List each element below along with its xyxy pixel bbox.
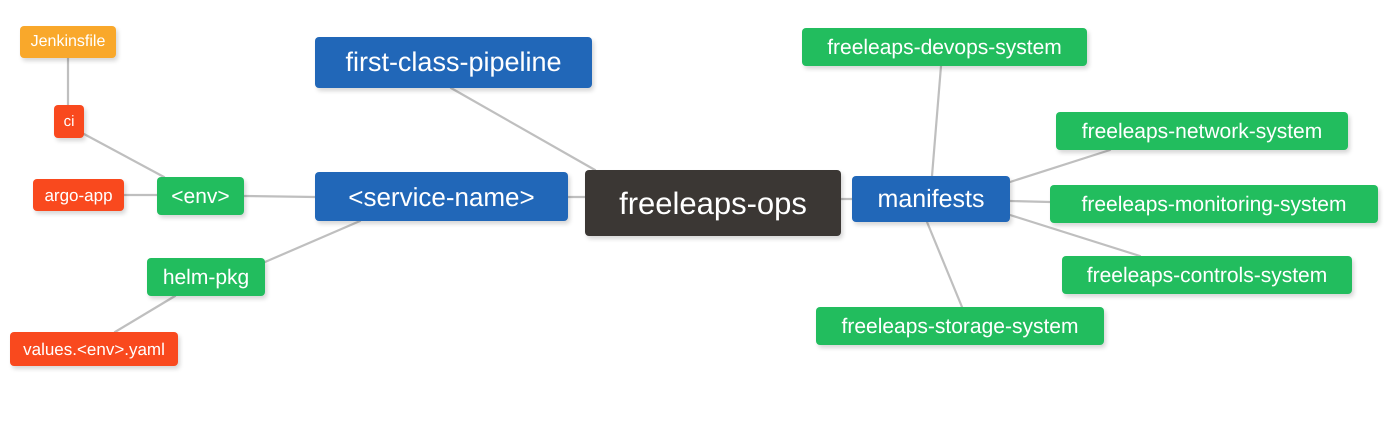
node-label: freeleaps-controls-system <box>1086 263 1328 287</box>
mindmap-edge <box>1008 148 1112 184</box>
node-label: freeleaps-network-system <box>1081 119 1323 143</box>
mindmap-edge <box>925 220 964 309</box>
node-label: argo-app <box>44 185 113 205</box>
mindmap-node-first-class-pipeline[interactable]: first-class-pipeline <box>315 37 592 88</box>
node-label: <env> <box>171 184 230 208</box>
mindmap-node-ci[interactable]: ci <box>54 105 84 138</box>
mindmap-node-values-env-yaml[interactable]: values.<env>.yaml <box>10 332 178 366</box>
node-label: first-class-pipeline <box>345 47 562 77</box>
node-label: helm-pkg <box>162 265 250 289</box>
mindmap-edge <box>930 64 943 178</box>
mindmap-node-env[interactable]: <env> <box>157 177 244 215</box>
node-label: values.<env>.yaml <box>23 339 165 359</box>
mindmap-edge <box>113 294 177 334</box>
mindmap-edge <box>242 194 317 199</box>
node-label: <service-name> <box>348 181 535 212</box>
mindmap-node-freeleaps-storage-system[interactable]: freeleaps-storage-system <box>816 307 1104 345</box>
node-label: freeleaps-ops <box>619 185 807 221</box>
mindmap-node-freeleaps-network-system[interactable]: freeleaps-network-system <box>1056 112 1348 150</box>
mindmap-node-manifests[interactable]: manifests <box>852 176 1010 222</box>
node-label: freeleaps-monitoring-system <box>1081 192 1347 216</box>
node-label: Jenkinsfile <box>30 33 106 50</box>
mindmap-node-freeleaps-controls-system[interactable]: freeleaps-controls-system <box>1062 256 1352 294</box>
mindmap-edge <box>449 86 597 172</box>
mindmap-edge <box>82 132 166 179</box>
mindmap-edge <box>1008 199 1052 204</box>
node-label: ci <box>63 113 75 130</box>
mindmap-node-helm-pkg[interactable]: helm-pkg <box>147 258 265 296</box>
mindmap-node-jenkinsfile[interactable]: Jenkinsfile <box>20 26 116 58</box>
node-label: freeleaps-storage-system <box>841 314 1079 338</box>
mindmap-edge <box>263 219 362 264</box>
mindmap-node-freeleaps-devops-system[interactable]: freeleaps-devops-system <box>802 28 1087 66</box>
mindmap-node-service-name[interactable]: <service-name> <box>315 172 568 221</box>
node-label: manifests <box>877 184 985 213</box>
node-label: freeleaps-devops-system <box>827 35 1062 59</box>
mindmap-node-freeleaps-ops[interactable]: freeleaps-ops <box>585 170 841 236</box>
mindmap-node-freeleaps-monitoring-system[interactable]: freeleaps-monitoring-system <box>1050 185 1378 223</box>
mindmap-node-argo-app[interactable]: argo-app <box>33 179 124 211</box>
